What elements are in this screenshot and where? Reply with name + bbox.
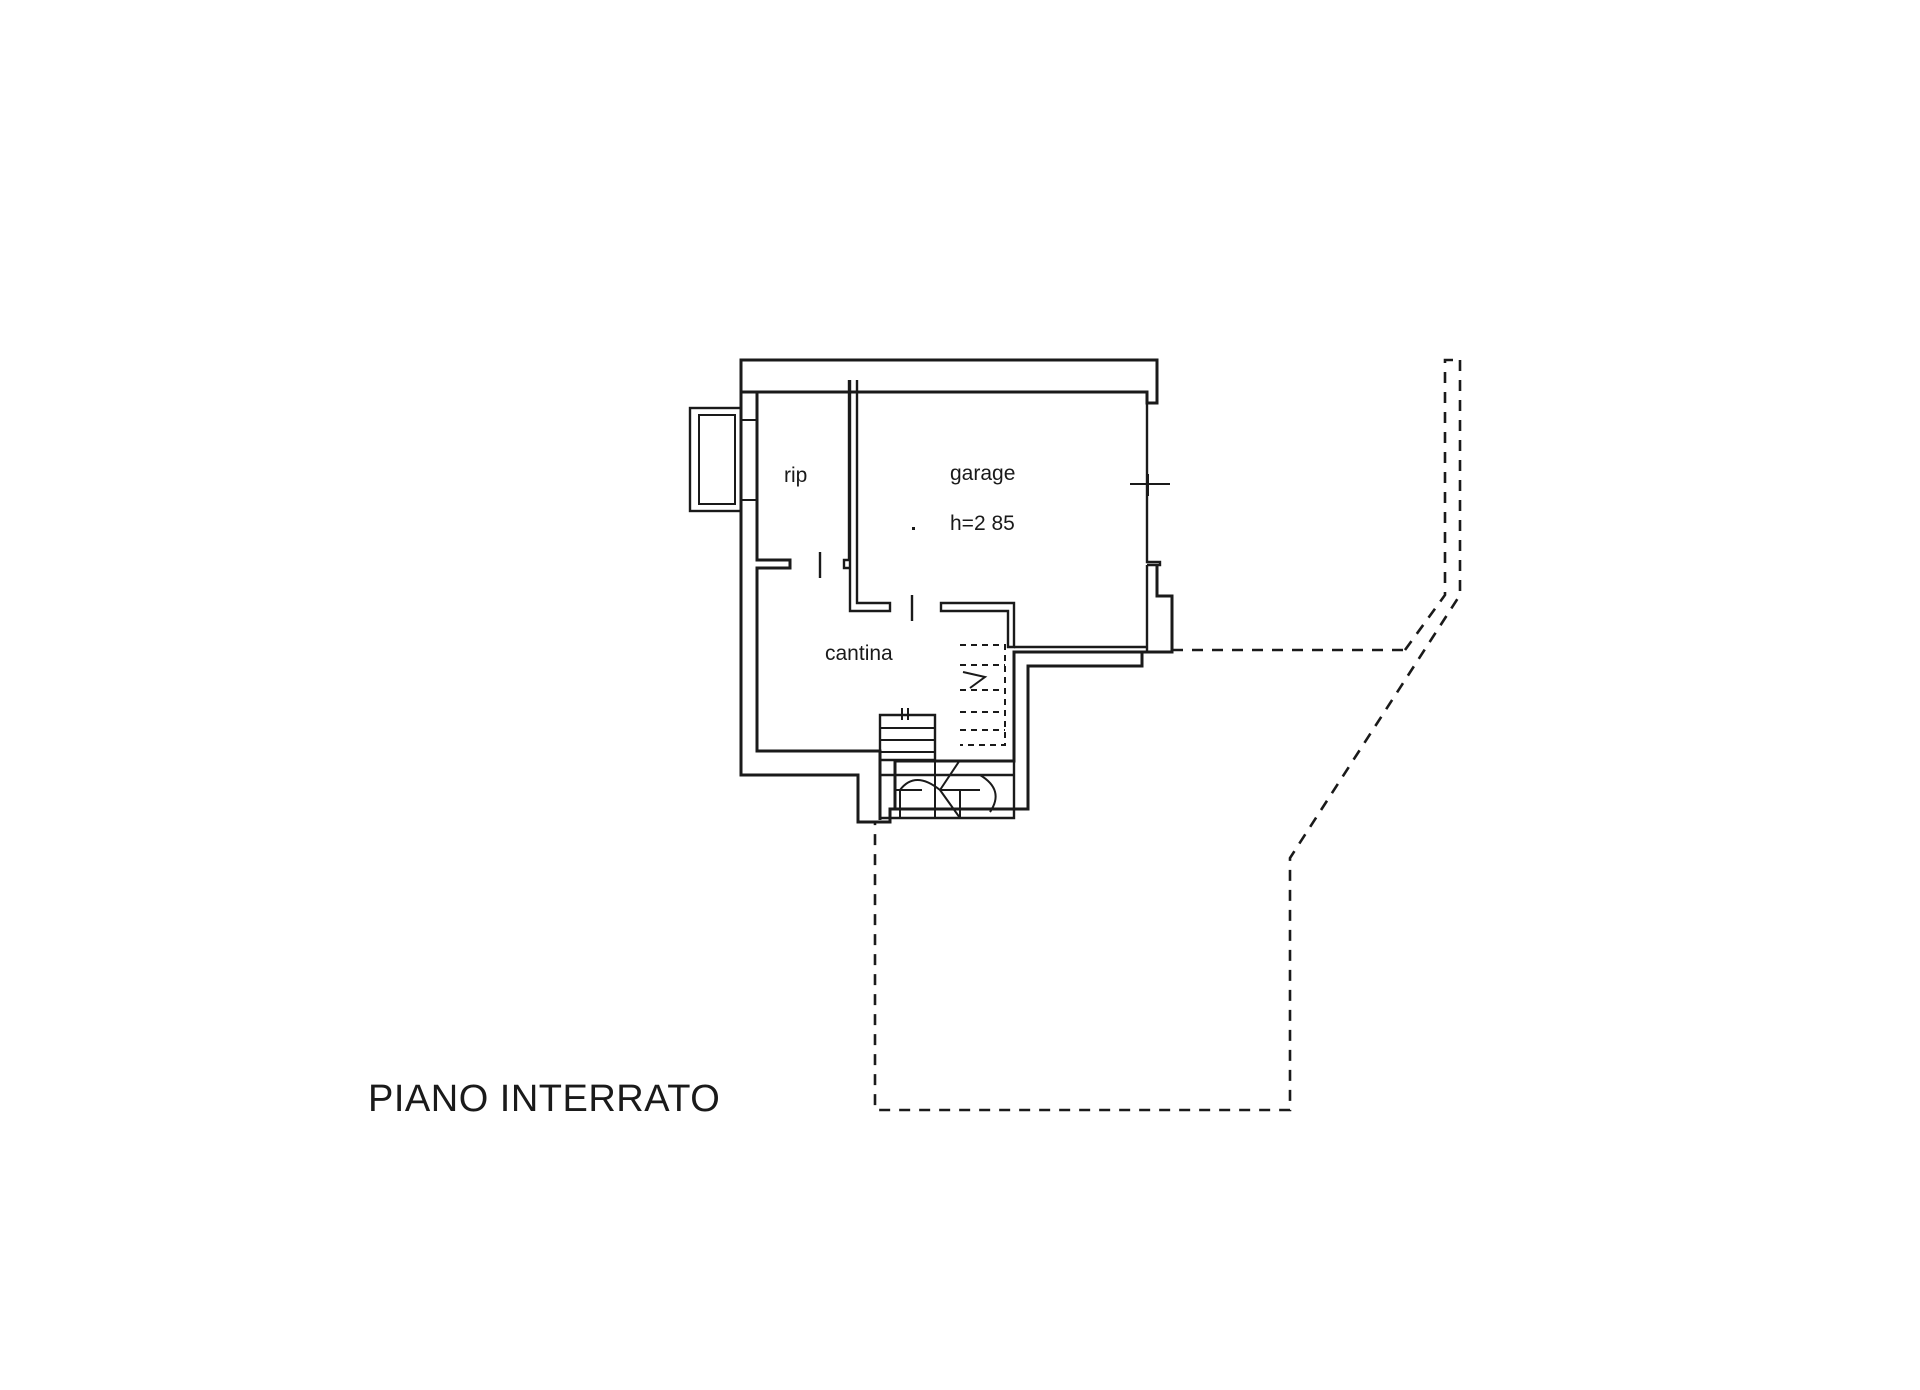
room-label-garage-height: h=2 85 xyxy=(950,512,1015,535)
floor-mark xyxy=(912,527,915,530)
garage-door-marker xyxy=(1130,403,1170,562)
interior-walls xyxy=(818,380,1147,649)
room-label-cantina: cantina xyxy=(825,642,893,665)
bay-window xyxy=(688,406,756,513)
outer-walls xyxy=(739,358,1174,824)
room-label-garage: garage xyxy=(950,462,1015,485)
staircase xyxy=(878,644,1016,820)
plan-title: PIANO INTERRATO xyxy=(368,1078,721,1120)
dashed-outdoor-area xyxy=(873,358,1462,1112)
room-label-rip: rip xyxy=(784,464,807,487)
